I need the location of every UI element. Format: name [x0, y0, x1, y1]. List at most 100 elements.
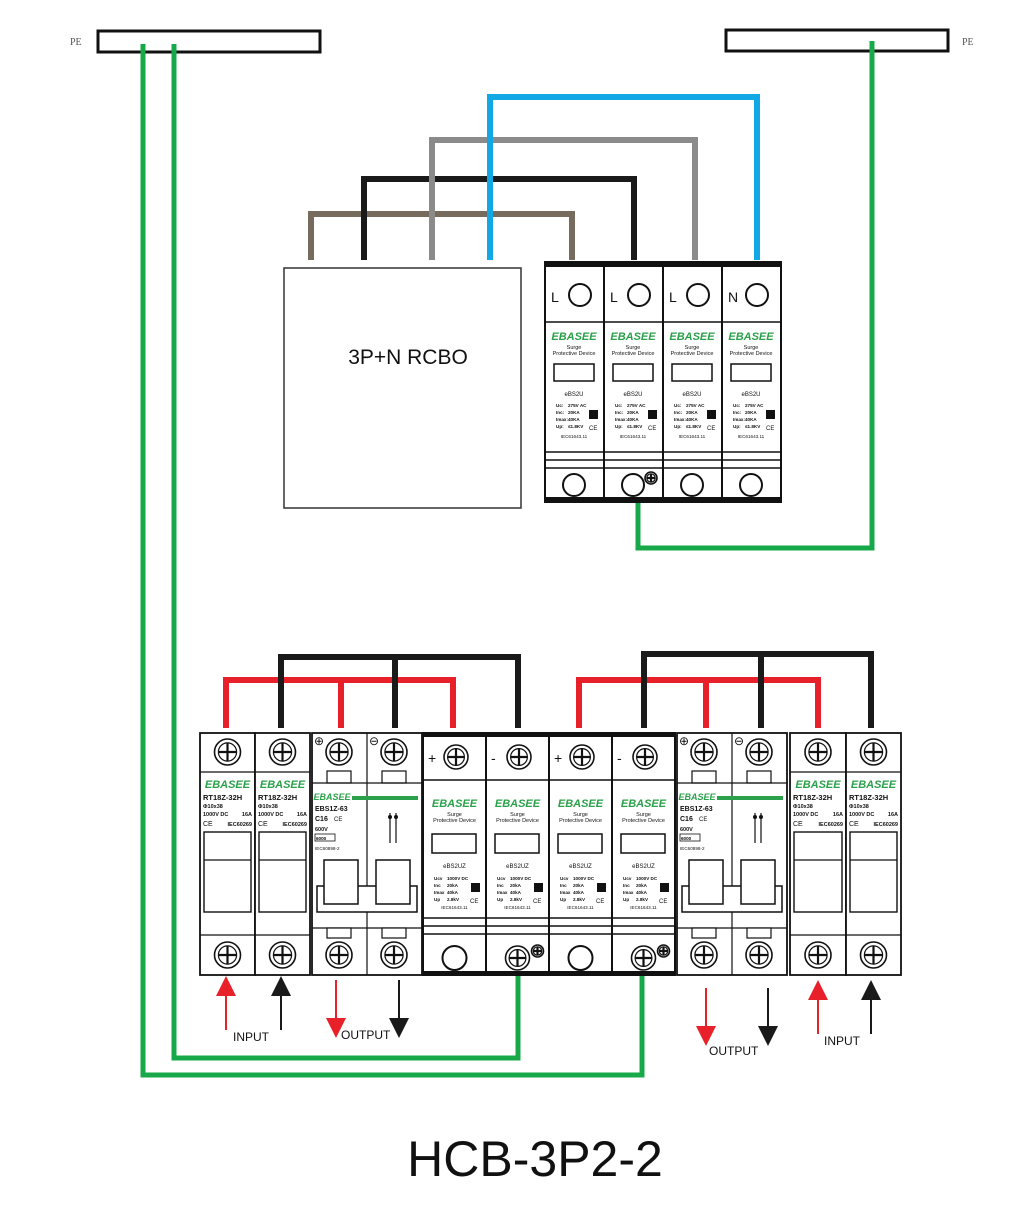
standard-label: IEC61643.11: [630, 905, 657, 910]
fuse-carrier: [203, 831, 252, 913]
wire-blue: [487, 94, 760, 260]
wire-grey: [429, 137, 698, 260]
spec-value: 275V AC: [568, 403, 587, 408]
terminal-screw-icon: [632, 744, 658, 770]
spec-value: ≤1.8KV: [745, 424, 761, 429]
wire-black: [361, 176, 637, 260]
spec-value: 20KA: [627, 410, 639, 415]
output-label-left: OUTPUT: [341, 1028, 391, 1042]
ce-mark: CE: [766, 426, 774, 432]
standard-label: IEC61643.11: [738, 434, 765, 439]
spec-value: 40kA: [636, 890, 648, 895]
mcb-toggle-2: [375, 859, 411, 905]
brand-stripe: [352, 796, 418, 800]
desc-line2: Protective Device: [496, 818, 539, 824]
spec-value: 20KA: [686, 410, 698, 415]
dc-module-row: EBASEE RT18Z-32H Φ10x38 1000V DC 16A CE IEC602…: [199, 732, 902, 976]
pole-label: N: [728, 289, 738, 305]
spec-label: Ucv: [497, 876, 506, 881]
mcb-model: EBS1Z-63: [680, 806, 713, 813]
terminal-screw-icon: [213, 941, 242, 969]
mcb-breaking: 6000: [681, 836, 692, 841]
terminal-screw-icon: [380, 738, 408, 766]
model-label: eBS2UZ: [569, 864, 592, 870]
fuse-current: 16A: [888, 812, 898, 818]
brand-logo: EBASEE: [551, 331, 597, 343]
spec-value: 40KA: [627, 417, 639, 422]
spec-label: Inc:: [733, 410, 742, 415]
status-window: [671, 363, 713, 382]
plus-terminal-icon: ⊕: [314, 734, 324, 748]
ce-mark: CE: [533, 899, 541, 905]
terminal-hole-icon: [745, 283, 769, 307]
spec-value: 20kA: [573, 883, 585, 888]
pole-label: +: [554, 750, 562, 766]
desc-line2: Protective Device: [553, 351, 596, 357]
brand-logo: EBASEE: [313, 792, 351, 802]
fuse-size: Φ10x38: [849, 804, 869, 810]
indicator-icon: [534, 883, 543, 892]
terminal-screw-icon: [325, 941, 353, 969]
ground-terminal-icon: [656, 944, 671, 958]
desc-line2: Protective Device: [433, 818, 476, 824]
desc-line1: Surge: [744, 345, 759, 351]
mcb-toggle-1: [688, 859, 724, 905]
terminal-screw-icon: [213, 738, 242, 766]
model-label: eBS2U: [564, 392, 583, 398]
spec-label: Up: [497, 897, 503, 902]
desc-line1: Surge: [636, 812, 651, 818]
status-window: [612, 363, 654, 382]
spec-label: Up:: [674, 424, 682, 429]
brand-stripe: [717, 796, 783, 800]
brand-logo: EBASEE: [260, 779, 306, 791]
minus-terminal-icon: ⊖: [734, 734, 744, 748]
fuse-standard: IEC60269: [228, 822, 252, 828]
fuse-carrier: [258, 831, 307, 913]
terminal-screw-icon: [380, 941, 408, 969]
spec-value: 1000V DC: [636, 876, 658, 881]
ce-mark: CE: [699, 817, 707, 823]
pole-label: L: [669, 289, 677, 305]
standard-label: IEC61643.11: [441, 905, 468, 910]
pe-label-right: PE: [962, 37, 974, 48]
indicator-icon: [471, 883, 480, 892]
terminal-screw-icon: [506, 744, 532, 770]
pole-label: L: [551, 289, 559, 305]
spec-value: 20KA: [568, 410, 580, 415]
ce-mark: CE: [470, 899, 478, 905]
mcb-rating: C16: [315, 816, 328, 823]
mcb-toggle-2: [740, 859, 776, 905]
plus-terminal-icon: ⊕: [679, 734, 689, 748]
status-window: [730, 363, 772, 382]
spec-value: 20kA: [510, 883, 522, 888]
input-label-right: INPUT: [824, 1034, 861, 1048]
spec-label: Inc: [497, 883, 504, 888]
status-window: [620, 833, 666, 854]
mcb-toggle-1: [323, 859, 359, 905]
fuse-size: Φ10x38: [203, 804, 223, 810]
terminal-hole-icon: [680, 473, 704, 497]
terminal-hole-icon: [627, 283, 651, 307]
mcb-rating: C16: [680, 816, 693, 823]
standard-label: IEC61643.11: [504, 905, 531, 910]
indicator-icon: [597, 883, 606, 892]
spec-value: ≤1.8KV: [686, 424, 702, 429]
model-label: eBS2U: [623, 392, 642, 398]
pole-label: +: [428, 750, 436, 766]
brand-logo: EBASEE: [610, 331, 656, 343]
standard-label: IEC61643.11: [679, 434, 706, 439]
fuse-standard: IEC60269: [819, 822, 843, 828]
spec-value: 1000V DC: [510, 876, 532, 881]
spec-value: 40KA: [686, 417, 698, 422]
fuse-size: Φ10x38: [793, 804, 813, 810]
spec-label: Uc:: [674, 403, 682, 408]
fuse-model: RT18Z-32H: [793, 793, 832, 802]
desc-line1: Surge: [626, 345, 641, 351]
